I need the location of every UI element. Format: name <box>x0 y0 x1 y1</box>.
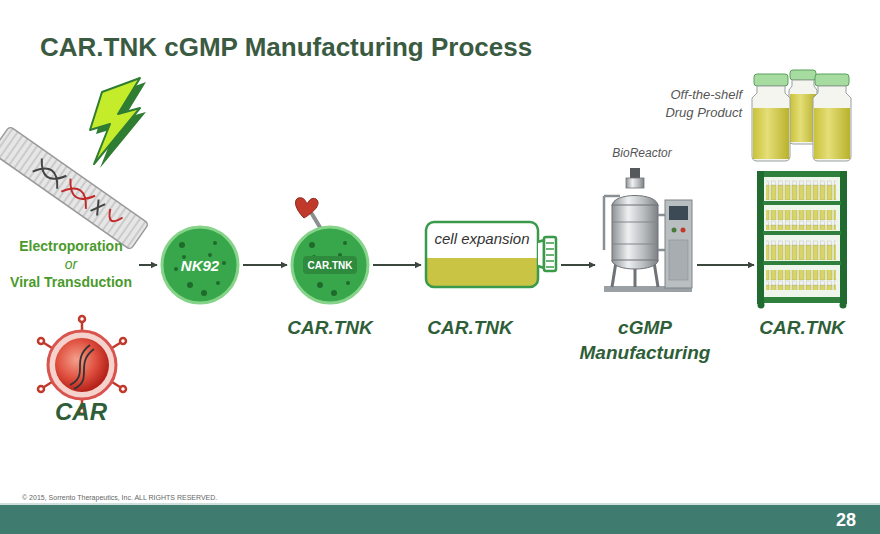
culture-flask: cell expansionCAR.TNK <box>424 220 558 290</box>
product-note: Off-the-shelf Drug Product <box>642 86 742 122</box>
cell-circle: CAR.TNKCAR.TNK <box>290 225 370 305</box>
flow-arrow <box>139 264 157 266</box>
stage-caption: CAR.TNK <box>427 315 513 340</box>
stage-caption: CAR.TNK <box>759 315 845 340</box>
rack-box: CAR.TNK <box>757 170 847 308</box>
node-text: cell expansion <box>434 230 529 247</box>
flow-arrow <box>243 264 287 266</box>
flow-arrow <box>561 264 595 266</box>
node-text: NK92 <box>181 257 219 274</box>
node-text: BioReactor <box>612 146 671 160</box>
dna-tube <box>0 126 149 250</box>
page-number: 28 <box>836 510 856 531</box>
bioreactor <box>604 168 692 292</box>
copyright-note: © 2015, Sorrento Therapeutics, Inc. ALL … <box>22 494 217 501</box>
node-text: CAR.TNK <box>308 260 353 271</box>
drug-vials <box>752 70 851 161</box>
node-text: Electroporation <box>19 237 122 255</box>
flow-arrow <box>697 264 754 266</box>
node-text: Viral Transduction <box>10 273 132 291</box>
lightning-bolt <box>90 78 146 168</box>
stage-caption: CAR.TNK <box>287 315 373 340</box>
flow-arrow <box>373 264 421 266</box>
node-text: or <box>65 255 77 273</box>
car-label: CAR <box>55 398 107 426</box>
method-text: ElectroporationorViral Transduction <box>6 236 136 292</box>
slide-title: CAR.TNK cGMP Manufacturing Process <box>40 32 532 63</box>
bioreactor-box: BioReactorcGMP Manufacturing <box>598 168 694 296</box>
storage-rack <box>757 171 847 309</box>
footer-bar <box>0 505 880 534</box>
stage-caption: cGMP Manufacturing <box>565 315 725 365</box>
cell-circle: NK92 <box>160 225 240 305</box>
